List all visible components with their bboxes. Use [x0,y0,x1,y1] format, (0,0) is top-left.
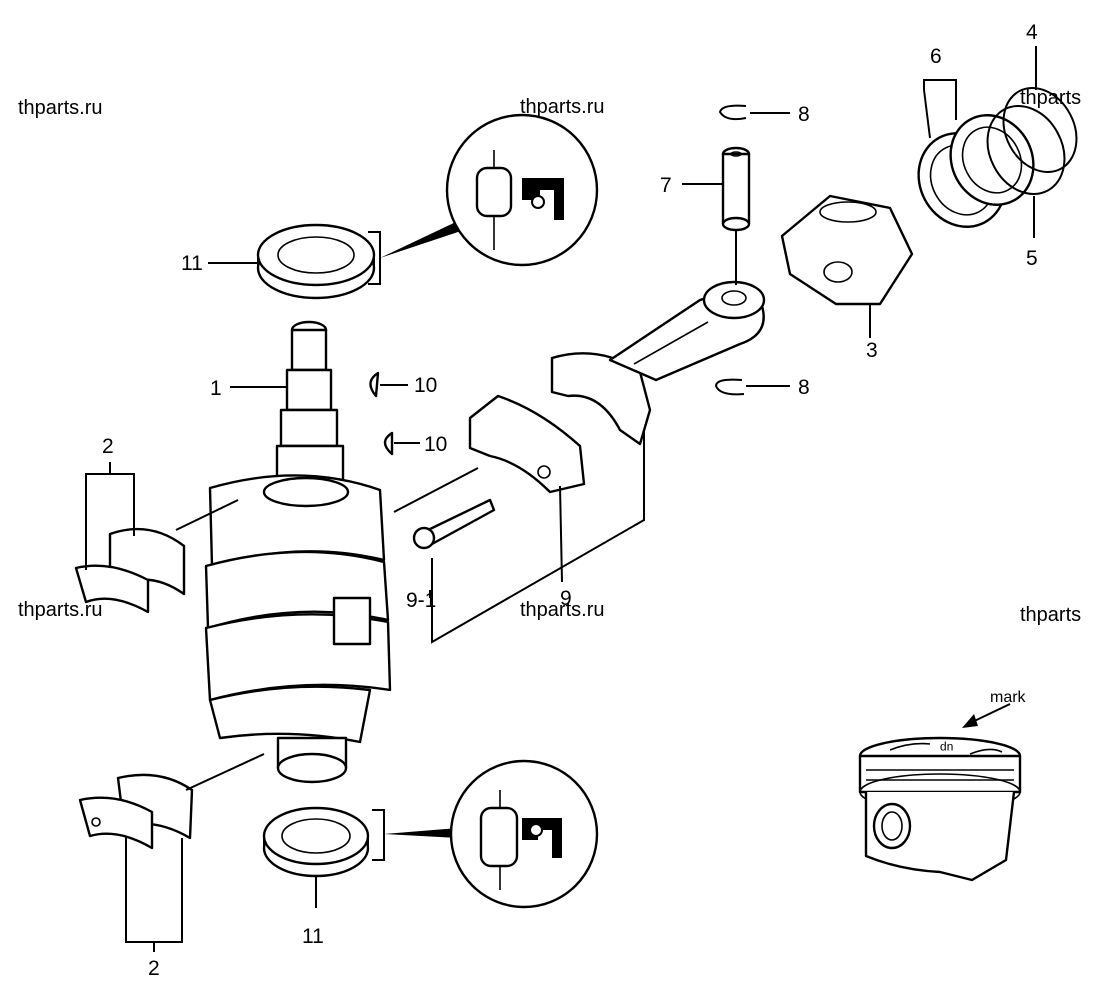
piston-pin [721,146,751,232]
crankshaft [204,320,392,784]
label-ring-oil: 5 [1026,247,1038,270]
main-bearing-bottom [78,773,194,850]
watermark: thparts.ru [18,599,103,621]
circlip-top [718,104,790,121]
watermark: thparts.ru [18,97,103,119]
label-key-upper: 10 [414,374,438,397]
main-bearing-top [74,527,186,614]
label-conrod: 9 [560,587,572,610]
label-oil-seal-bottom: 11 [302,925,324,948]
leader-lines [85,46,1037,952]
label-piston: 3 [866,339,878,362]
watermark: thparts [1020,87,1082,109]
oil-seal-bottom-bracket [372,809,458,861]
piston [780,194,914,338]
label-main-bearing-bottom: 2 [148,957,160,980]
seal-detail-top [445,113,599,267]
label-oil-seal-top: 11 [181,252,203,275]
oil-seal-top [256,223,376,300]
connecting-rod [550,280,766,446]
watermark: thparts.ru [520,96,605,118]
oil-seal-top-bracket [368,220,464,285]
seal-detail-bottom [449,759,599,909]
watermark: thparts.ru [520,599,605,621]
piston-crown-text: up [940,741,954,755]
label-clip-top: 8 [798,103,810,126]
conrod-bolt [412,498,496,550]
label-mark: mark [990,689,1026,706]
watermark: thparts [1020,604,1082,626]
label-piston-pin: 7 [660,174,672,197]
piston-ring-oil [986,105,1066,195]
circlip-bottom [714,378,790,396]
woodruff-key-lower [383,431,420,456]
conrod-cap [468,394,586,494]
label-conrod-bolt: 9-1 [406,589,437,612]
piston-ring-set [917,114,1035,228]
label-main-bearing-top: 2 [102,435,114,458]
woodruff-key-upper [369,371,408,398]
oil-seal-bottom [262,806,370,878]
label-ring-top: 4 [1026,21,1038,44]
piston-ring-top [1002,86,1078,174]
label-ring-set: 6 [930,45,942,68]
label-clip-bottom: 8 [798,376,810,399]
label-crankshaft: 1 [210,377,222,400]
piston-mark-view [858,703,1022,882]
label-key-lower: 10 [424,433,448,456]
